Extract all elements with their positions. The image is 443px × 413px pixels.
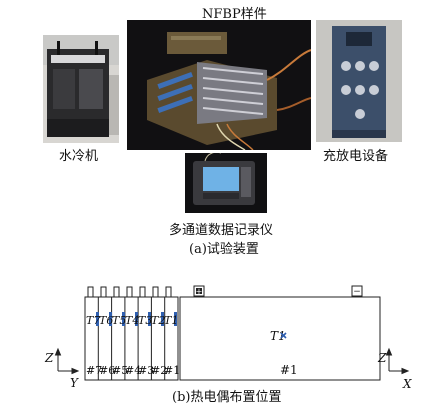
cell-label-6: #6 xyxy=(99,364,115,377)
front-view-box xyxy=(179,296,381,381)
terminal-positive: + xyxy=(193,285,205,297)
sensor-label-t5: T5 xyxy=(112,314,126,327)
side-terminals xyxy=(87,286,172,298)
front-sensor-label: T1 xyxy=(270,329,286,343)
charger-photo xyxy=(316,20,402,142)
cell-label-2: #2 xyxy=(151,364,167,377)
charger-label: 充放电设备 xyxy=(323,149,389,164)
caption-b: (b)热电偶布置位置 xyxy=(172,390,282,405)
front-cell-label: #1 xyxy=(280,363,298,377)
cell-label-7: #7 xyxy=(86,364,102,377)
data-logger-label: 多通道数据记录仪 xyxy=(169,223,274,238)
terminal-negative: − xyxy=(351,285,363,297)
nfbp-sample-photo xyxy=(127,20,311,150)
sensor-label-t2: T2 xyxy=(151,314,165,327)
sensor-label-t4: T4 xyxy=(125,314,139,327)
side-sensor-labels: T7 T6 T5 T4 T3 T2 T1 xyxy=(86,314,178,327)
chiller-photo xyxy=(43,35,119,143)
sensor-label-t6: T6 xyxy=(99,314,113,327)
side-axes xyxy=(54,347,80,375)
side-axis-z: Z xyxy=(44,351,54,365)
side-axis-y: Y xyxy=(70,376,79,390)
nfbp-sample-title: NFBP样件 xyxy=(202,7,267,22)
cell-label-1: #1 xyxy=(164,364,180,377)
cell-label-3: #3 xyxy=(138,364,154,377)
sensor-label-t3: T3 xyxy=(138,314,152,327)
caption-a: (a)试验装置 xyxy=(189,242,259,257)
front-sensor-mark xyxy=(280,332,287,339)
cell-labels: #7 #6 #5 #4 #3 #2 #1 xyxy=(86,364,180,377)
front-axes xyxy=(385,347,410,375)
cell-label-5: #5 xyxy=(112,364,128,377)
data-logger-photo xyxy=(185,153,267,213)
sensor-label-t7: T7 xyxy=(86,314,100,327)
svg-text:−: − xyxy=(353,287,361,297)
front-axis-z: Z xyxy=(377,351,387,365)
svg-text:+: + xyxy=(196,287,203,296)
side-sensor-marks xyxy=(96,312,177,326)
front-axis-x: X xyxy=(402,377,412,391)
cell-label-4: #4 xyxy=(125,364,141,377)
chiller-label: 水冷机 xyxy=(59,149,99,164)
sensor-label-t1: T1 xyxy=(164,314,178,327)
